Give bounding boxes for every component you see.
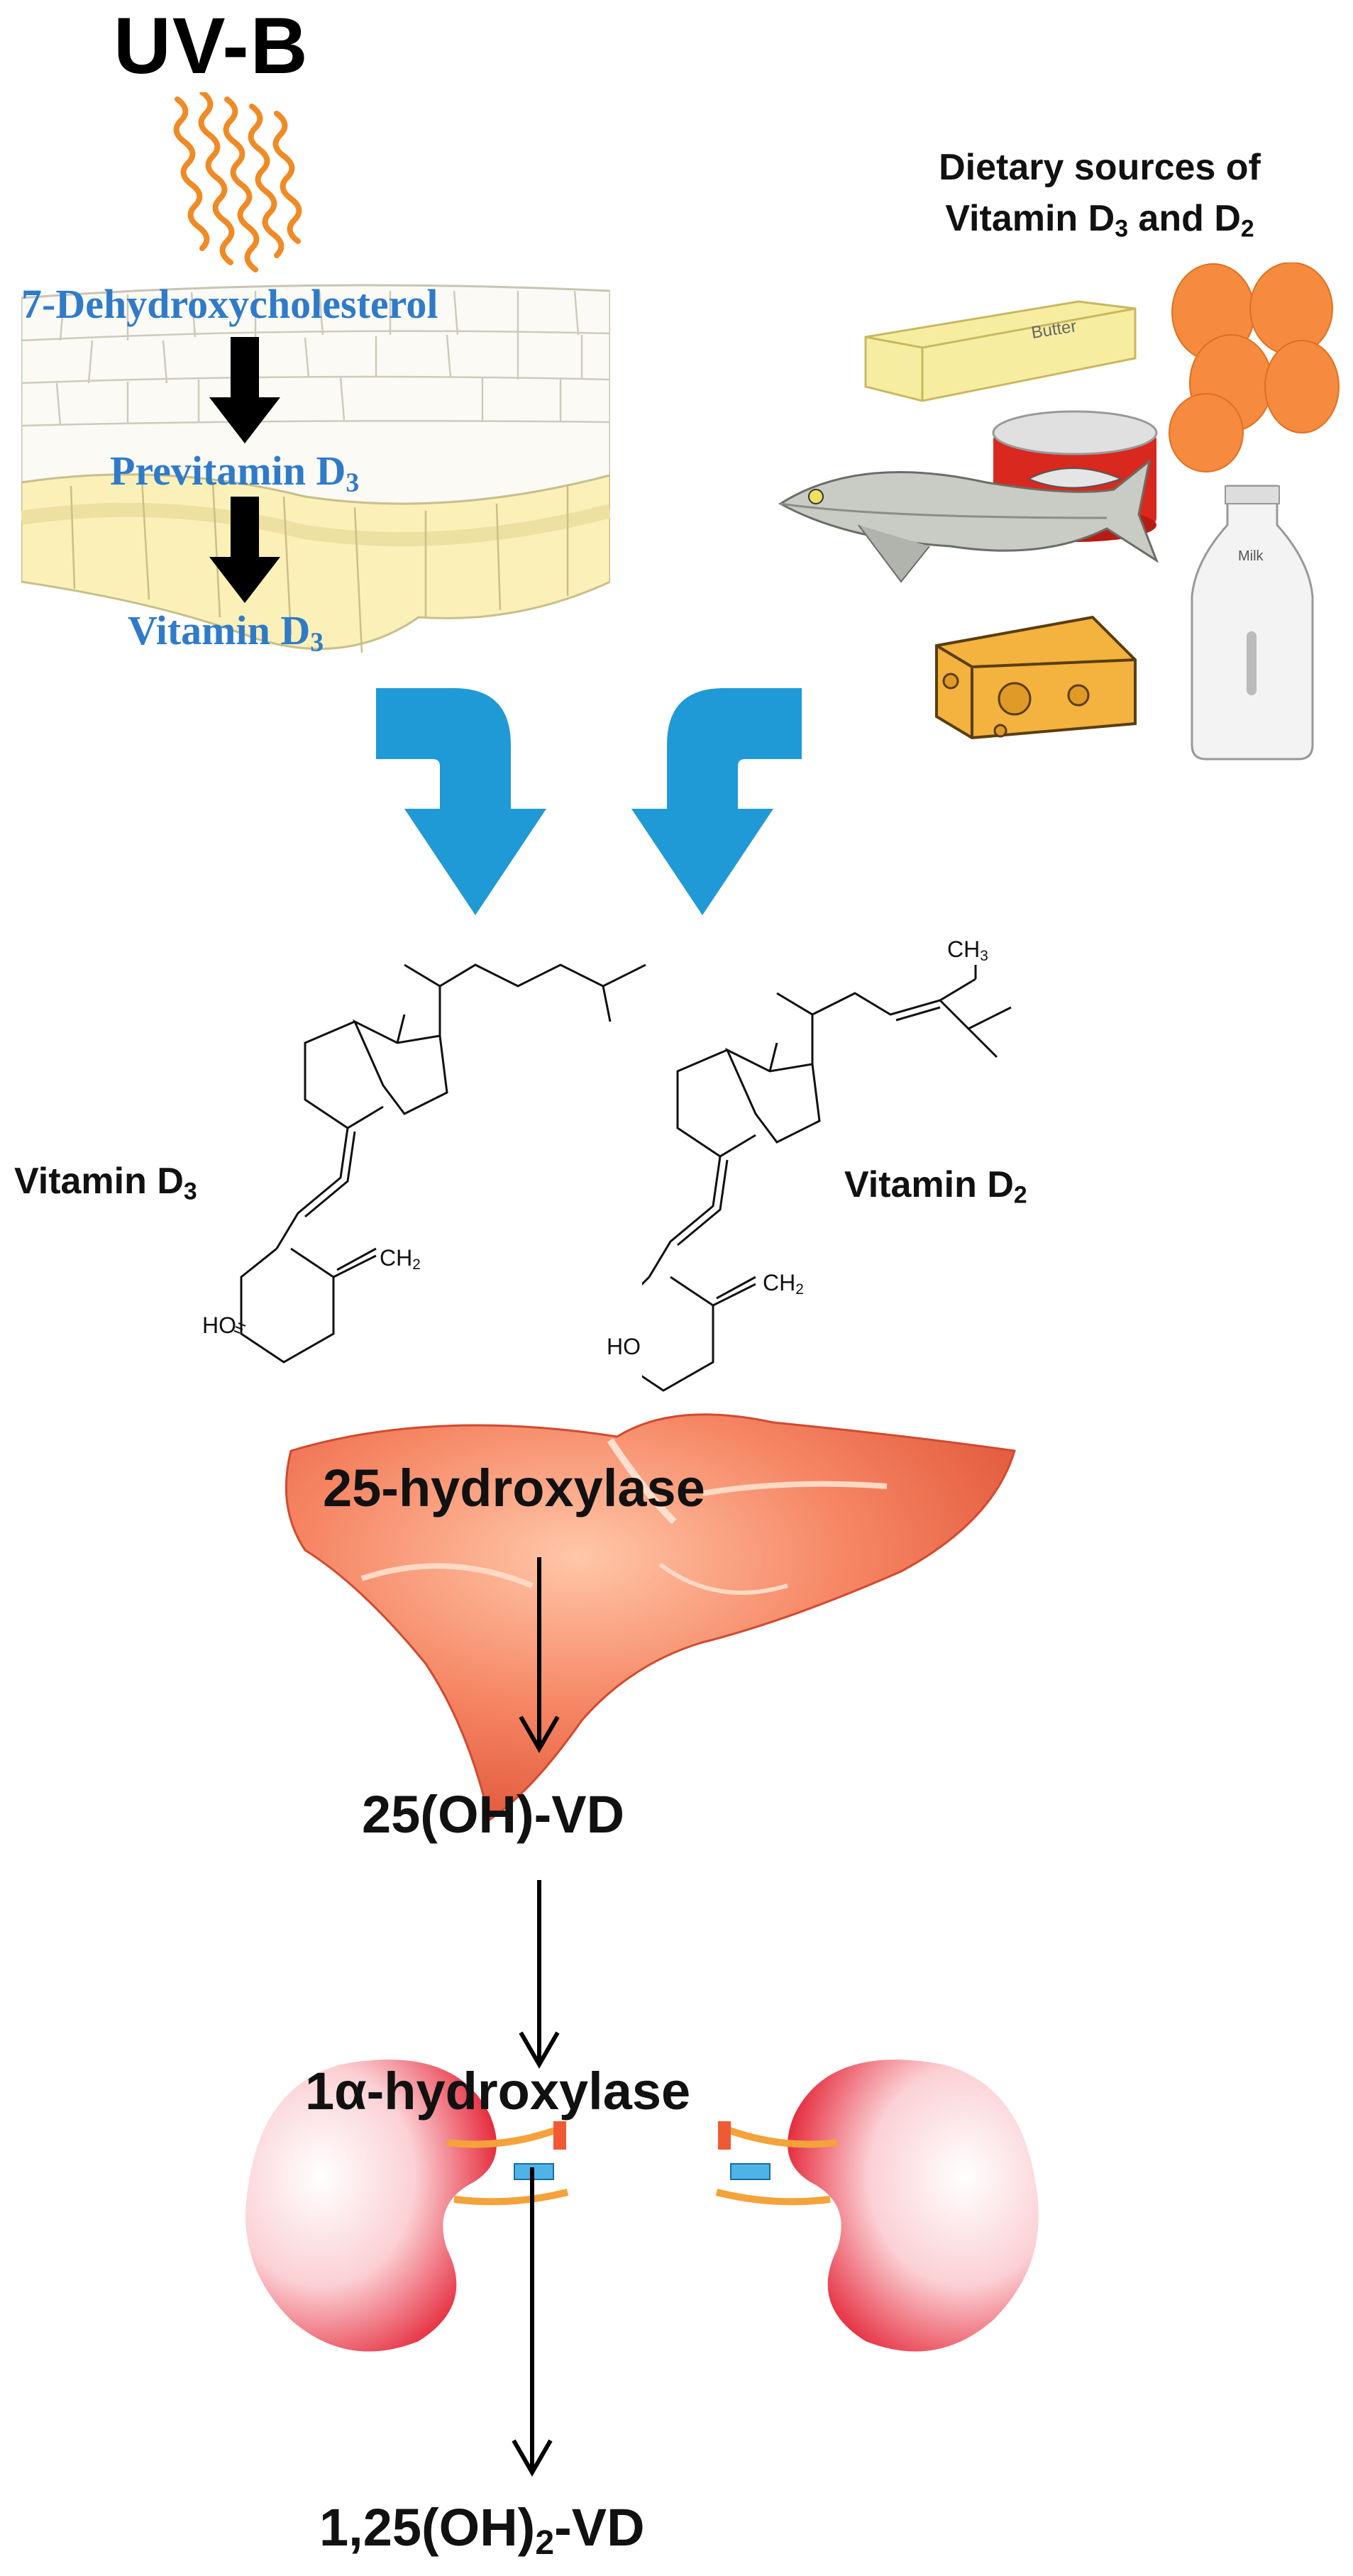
vitamin-d3-structure [234,963,646,1364]
skin-arrow-1-icon [209,337,280,443]
left-kidney-icon [245,2060,569,2352]
d3-ho-label: HO [202,1312,236,1338]
liver-product-label: 25(OH)-VD [362,1785,625,1844]
vitamin-d3-skin-label: Vitamin D3 [128,607,324,658]
liver-illustration [285,1413,1016,1822]
vitamin-d3-label: Vitamin D3 [14,1161,197,1205]
cheese-icon [935,615,1137,740]
kidney-enzyme-label: 1α-hydroxylase [305,2062,691,2121]
vitamin-d2-structure [642,965,1012,1392]
vitamin-d2-label: Vitamin D2 [844,1164,1027,1209]
flow-arrows-icon [376,688,802,915]
eggs-icon [1169,262,1340,472]
fish-icon [778,458,1159,583]
dietary-sources-title: Dietary sources of Vitamin D3 and D2 [939,147,1261,243]
to-kidney-arrow-icon [519,1880,560,2069]
liver-arrow-icon [519,1557,560,1753]
milk-text: Milk [1238,548,1264,564]
uv-rays-icon [173,92,302,272]
uvb-label: UV-B [114,1,309,90]
d2-ch3-label: CH3 [947,936,988,965]
skin-layers-illustration [21,284,610,653]
dehydrocholesterol-label: 7-Dehydroxycholesterol [21,281,438,327]
right-kidney-icon [715,2060,1039,2352]
d3-ch2-label: CH2 [380,1245,421,1273]
final-product-label: 1,25(OH)2-VD [319,2498,645,2563]
d2-ho-label: HO [607,1334,641,1359]
milk-bottle-icon: Milk [1191,485,1314,761]
previtamin-d3-label: Previtamin D3 [110,448,360,498]
skin-to-vitamin-arrow-icon [376,688,546,915]
butter-icon: Butter [864,300,1137,402]
diet-to-vitamin-arrow-icon [631,688,802,915]
d2-ch2-label: CH2 [763,1270,804,1298]
skin-arrow-2-icon [209,497,280,603]
liver-enzyme-label: 25-hydroxylase [323,1459,705,1518]
kidney-arrow-icon [512,2167,553,2477]
